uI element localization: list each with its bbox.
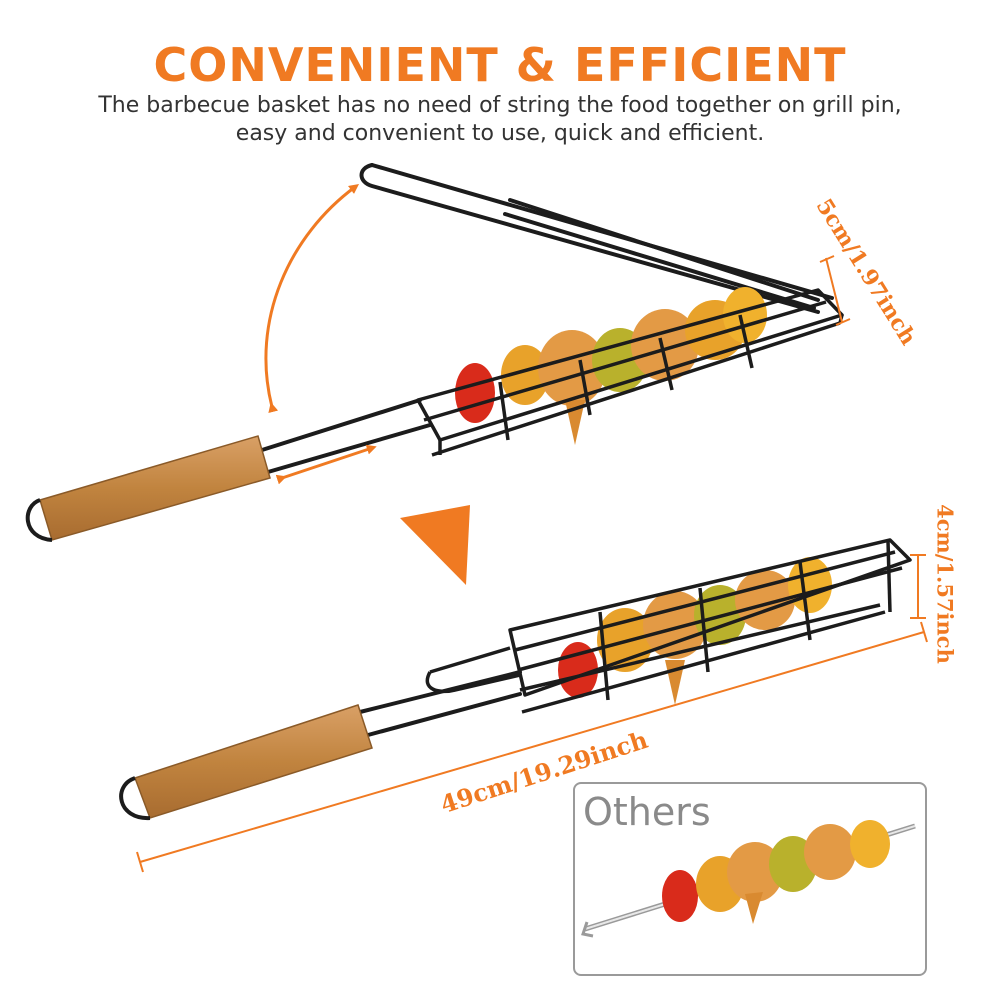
length-dimension bbox=[136, 621, 928, 873]
basket-handle-rods bbox=[260, 398, 432, 474]
wooden-handle bbox=[25, 435, 271, 542]
down-arrow-icon bbox=[400, 505, 470, 585]
food-skewer bbox=[455, 287, 767, 445]
basket-cage bbox=[416, 288, 844, 457]
basket-lid bbox=[359, 163, 834, 314]
closed-height-label: 4cm/1.57inch bbox=[932, 504, 958, 664]
closed-basket bbox=[119, 538, 912, 821]
others-comparison-box: Others bbox=[573, 782, 927, 976]
open-close-arrow bbox=[264, 184, 360, 414]
closed-height-dimension bbox=[910, 554, 926, 619]
others-label: Others bbox=[583, 790, 711, 834]
description: The barbecue basket has no need of strin… bbox=[0, 92, 1000, 148]
page-title: CONVENIENT & EFFICIENT bbox=[153, 38, 847, 92]
description-line-2: easy and convenient to use, quick and ef… bbox=[235, 121, 765, 146]
closed-wooden-handle bbox=[119, 704, 373, 821]
slide-arrow bbox=[275, 444, 377, 485]
description-line-1: The barbecue basket has no need of strin… bbox=[98, 93, 902, 118]
open-basket bbox=[25, 163, 844, 542]
others-skewer-illustration bbox=[581, 820, 916, 938]
open-height-dimension bbox=[819, 255, 851, 326]
